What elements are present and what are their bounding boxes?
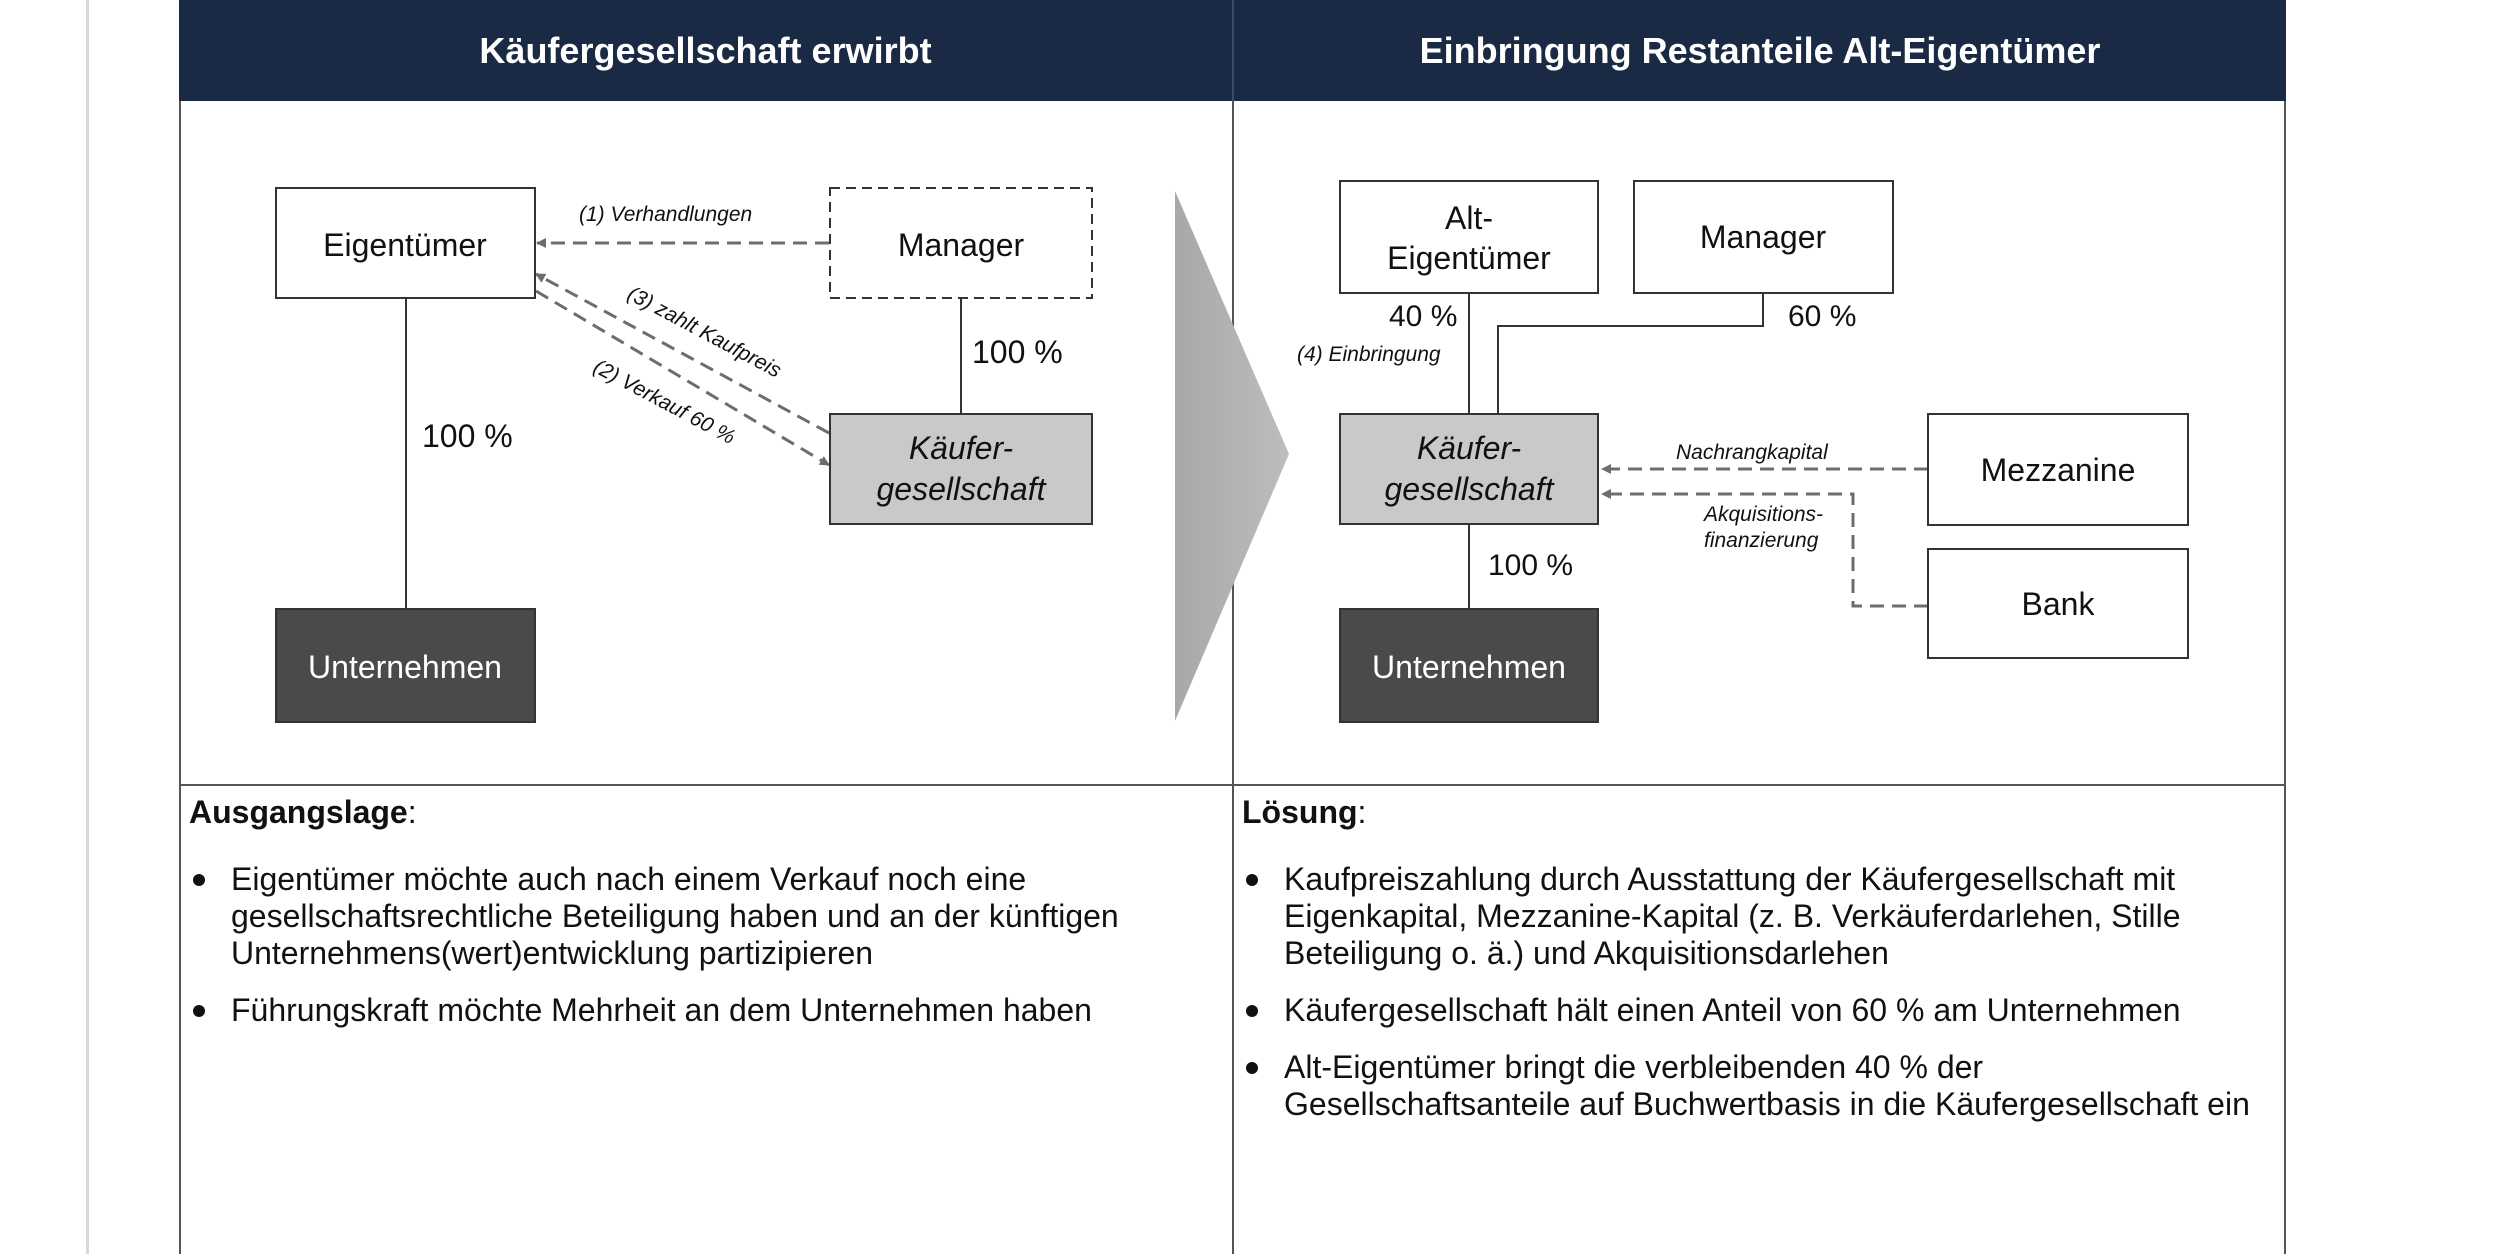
box-manager-left bbox=[829, 187, 1093, 299]
label-einbringung: (4) Einbringung bbox=[1297, 343, 1441, 366]
label-verhandlungen: (1) Verhandlungen bbox=[579, 203, 752, 226]
label-akquisitions-1: Akquisitions- bbox=[1702, 503, 1823, 526]
arrow-zahlt-kaufpreis bbox=[535, 272, 830, 435]
diagram-area: Eigentümer Manager Käufer- gesellschaft … bbox=[179, 101, 2286, 786]
label-unternehmen-right: Unternehmen bbox=[1372, 649, 1566, 685]
bullet-icon bbox=[1246, 874, 1258, 886]
label-zahlt-kaufpreis: (3) zahlt Kaufpreis bbox=[624, 282, 786, 383]
label-kaeufer-left-1: Käufer- bbox=[909, 430, 1013, 466]
box-bank bbox=[1927, 548, 2189, 659]
bullet-icon bbox=[193, 1005, 205, 1017]
table-header: Käufergesellschaft erwirbt Einbringung R… bbox=[179, 0, 2286, 101]
right-header-title: Einbringung Restanteile Alt-Eigentümer bbox=[1419, 29, 2101, 71]
ausgangslage-heading: Ausgangslage: bbox=[189, 794, 417, 830]
label-bank: Bank bbox=[2022, 586, 2096, 622]
label-alt-1: Alt- bbox=[1445, 200, 1493, 236]
label-kaeufer-right-1: Käufer- bbox=[1417, 430, 1521, 466]
box-eigentuemer bbox=[275, 187, 536, 299]
ausgangslage-list: Eigentümer möchte auch nach einem Verkau… bbox=[189, 861, 1219, 1029]
label-left-100-eigentuemer: 100 % bbox=[422, 418, 513, 454]
header-divider bbox=[1232, 0, 1234, 101]
text-grid-lines bbox=[179, 786, 2286, 1254]
bullet-icon bbox=[1246, 1005, 1258, 1017]
label-akquisitions-2: finanzierung bbox=[1704, 529, 1819, 552]
box-manager-right bbox=[1633, 180, 1894, 294]
label-right-100: 100 % bbox=[1488, 549, 1573, 582]
label-kaeufer-right-2: gesellschaft bbox=[1385, 471, 1555, 507]
loesung-panel: Lösung: Kaufpreiszahlung durch Ausstattu… bbox=[1242, 786, 2277, 1254]
right-line-manager-kaeufer bbox=[1497, 293, 1764, 414]
ausgangslage-panel: Ausgangslage: Eigentümer möchte auch nac… bbox=[189, 786, 1219, 1254]
label-unternehmen-left: Unternehmen bbox=[308, 649, 502, 685]
page-margin-line bbox=[86, 0, 89, 1254]
label-verkauf: (2) Verkauf 60 % bbox=[590, 355, 739, 449]
list-item: Alt-Eigentümer bringt die verbleibenden … bbox=[1242, 1049, 2277, 1123]
left-header-title: Käufergesellschaft erwirbt bbox=[479, 29, 932, 71]
list-item: Kaufpreiszahlung durch Ausstattung der K… bbox=[1242, 861, 2277, 972]
box-mezzanine bbox=[1927, 413, 2189, 526]
label-kaeufer-left-2: gesellschaft bbox=[877, 471, 1047, 507]
label-alt-2: Eigentümer bbox=[1387, 240, 1551, 276]
label-right-60: 60 % bbox=[1788, 300, 1856, 333]
box-unternehmen-left bbox=[275, 608, 536, 723]
bullet-icon bbox=[1246, 1062, 1258, 1074]
loesung-heading: Lösung: bbox=[1242, 794, 1367, 830]
box-kaeufer-right bbox=[1339, 413, 1599, 525]
arrow-verkauf bbox=[535, 289, 830, 467]
label-nachrangkapital: Nachrangkapital bbox=[1676, 441, 1829, 464]
label-right-40: 40 % bbox=[1389, 300, 1457, 333]
chevron-arrow bbox=[1175, 191, 1289, 721]
arrow-akquisitionsfinanzierung bbox=[1601, 489, 1928, 608]
label-mezzanine: Mezzanine bbox=[1981, 452, 2136, 488]
ownership-diagram: Eigentümer Manager Käufer- gesellschaft … bbox=[179, 101, 2286, 786]
list-item: Käufergesellschaft hält einen Anteil von… bbox=[1242, 992, 2277, 1029]
bullet-icon bbox=[193, 874, 205, 886]
label-left-100-manager: 100 % bbox=[972, 334, 1063, 370]
box-alt-eigentuemer bbox=[1339, 180, 1599, 294]
label-manager-right: Manager bbox=[1700, 219, 1827, 255]
box-kaeufer-left bbox=[829, 413, 1093, 525]
label-manager-left: Manager bbox=[898, 227, 1025, 263]
list-item: Eigentümer möchte auch nach einem Verkau… bbox=[189, 861, 1219, 972]
loesung-list: Kaufpreiszahlung durch Ausstattung der K… bbox=[1242, 861, 2277, 1123]
concept-slide: Käufergesellschaft erwirbt Einbringung R… bbox=[179, 0, 2286, 1254]
list-item: Führungskraft möchte Mehrheit an dem Unt… bbox=[189, 992, 1219, 1029]
label-eigentuemer: Eigentümer bbox=[323, 227, 487, 263]
box-unternehmen-right bbox=[1339, 608, 1599, 723]
